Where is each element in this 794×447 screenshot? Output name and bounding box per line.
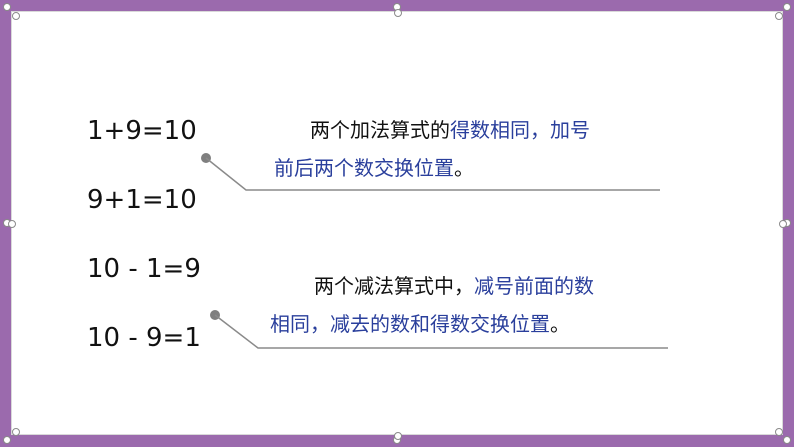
equation-2: 9+1=10 bbox=[87, 185, 197, 215]
note-subtraction-highlight-swap: 相同，减去的数和得数交换位置 bbox=[270, 312, 550, 336]
note-subtraction-line2: 相同，减去的数和得数交换位置。 bbox=[270, 305, 670, 343]
note-subtraction-highlight-minuend: 减号前面的数 bbox=[474, 274, 594, 298]
note-addition-end: 。 bbox=[454, 156, 474, 180]
connector-line-subtraction bbox=[214, 314, 668, 349]
connector-line-addition bbox=[205, 157, 660, 191]
resize-handle-inner-middle-left[interactable] bbox=[8, 220, 16, 228]
note-addition-highlight-swap: 前后两个数交换位置 bbox=[274, 156, 454, 180]
resize-handle-inner-top-center[interactable] bbox=[394, 9, 402, 17]
resize-handle-inner-top-right[interactable] bbox=[775, 12, 783, 20]
resize-handle-inner-bottom-left[interactable] bbox=[12, 428, 20, 436]
resize-handle-bottom-right[interactable] bbox=[783, 436, 791, 444]
equation-3: 10 - 1=9 bbox=[87, 254, 201, 284]
resize-handle-top-right[interactable] bbox=[783, 3, 791, 11]
note-subtraction-line1: 两个减法算式中，减号前面的数 bbox=[270, 267, 670, 305]
note-addition-comma: ， bbox=[530, 118, 550, 142]
resize-handle-inner-bottom-right[interactable] bbox=[775, 428, 783, 436]
equation-1: 1+9=10 bbox=[87, 116, 197, 146]
equation-4: 10 - 9=1 bbox=[87, 323, 201, 353]
note-addition-line1: 两个加法算式的得数相同，加号 bbox=[274, 111, 664, 149]
note-subtraction-end: 。 bbox=[550, 312, 570, 336]
note-addition-highlight-same-result: 得数相同 bbox=[450, 118, 530, 142]
note-addition: 两个加法算式的得数相同，加号 前后两个数交换位置。 bbox=[274, 111, 664, 187]
note-addition-prefix: 两个加法算式的 bbox=[310, 118, 450, 142]
note-addition-line2: 前后两个数交换位置。 bbox=[274, 149, 664, 187]
resize-handle-bottom-left[interactable] bbox=[3, 436, 11, 444]
resize-handle-top-left[interactable] bbox=[3, 3, 11, 11]
resize-handle-inner-top-left[interactable] bbox=[12, 12, 20, 20]
slide-canvas bbox=[8, 9, 787, 440]
note-addition-highlight-plus: 加号 bbox=[550, 118, 590, 142]
resize-handle-inner-middle-right[interactable] bbox=[779, 220, 787, 228]
resize-handle-inner-bottom-center[interactable] bbox=[394, 432, 402, 440]
note-subtraction-prefix: 两个减法算式中， bbox=[314, 274, 474, 298]
note-subtraction: 两个减法算式中，减号前面的数 相同，减去的数和得数交换位置。 bbox=[270, 267, 670, 343]
